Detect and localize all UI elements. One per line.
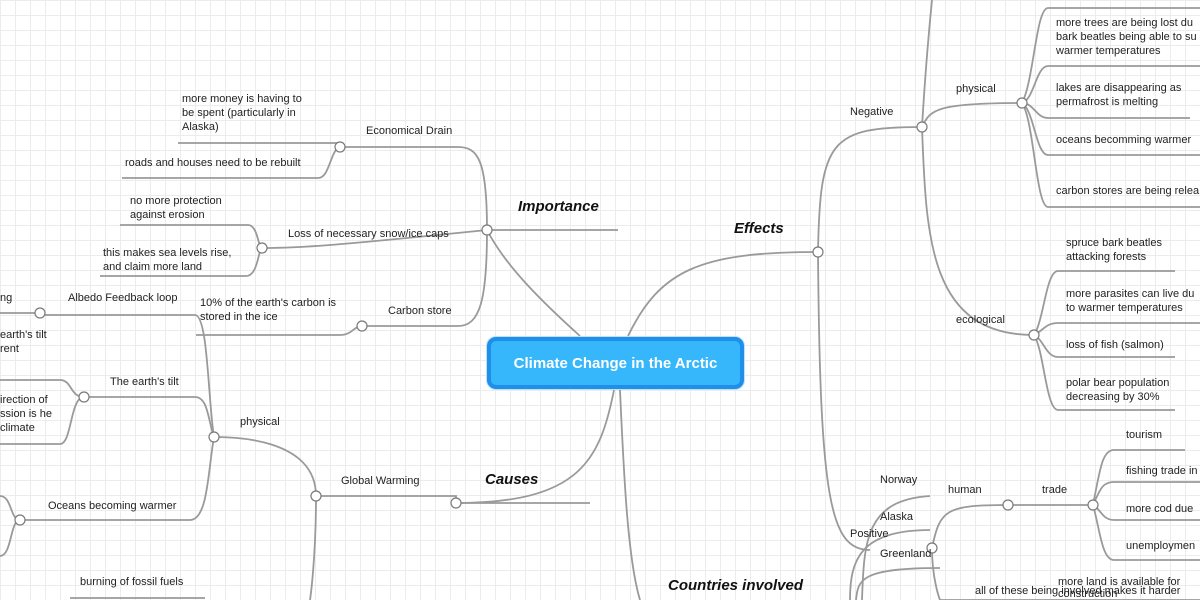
node-sea-levels[interactable]: this makes sea levels rise, and claim mo… — [103, 247, 232, 273]
node-oceans-warmer[interactable]: Oceans becoming warmer — [48, 500, 177, 512]
node-causes-physical[interactable]: physical — [240, 416, 280, 428]
node-more-money[interactable]: more money is having to be spent (partic… — [182, 93, 302, 133]
node-carbon-stores[interactable]: carbon stores are being relea — [1056, 185, 1200, 197]
node-albedo-child[interactable]: ng — [0, 292, 13, 304]
node-trade[interactable]: trade — [1042, 484, 1068, 496]
node-polar-bear[interactable]: polar bear population decreasing by 30% — [1066, 377, 1170, 403]
node-ecological[interactable]: ecological — [956, 314, 1005, 326]
node-fossil-fuels[interactable]: burning of fossil fuels — [80, 576, 184, 588]
node-loss-snow[interactable]: Loss of necessary snow/ice caps — [288, 228, 449, 240]
node-positive[interactable]: Positive — [850, 528, 889, 540]
node-norway[interactable]: Norway — [880, 474, 918, 486]
node-greenland[interactable]: Greenland — [880, 548, 932, 560]
topic-effects[interactable]: Effects — [734, 220, 784, 237]
node-carbon-store[interactable]: Carbon store — [388, 305, 452, 317]
node-fish[interactable]: loss of fish (salmon) — [1066, 339, 1164, 351]
node-trees-lost[interactable]: more trees are being lost du bark beatle… — [1056, 17, 1197, 57]
topic-causes[interactable]: Causes — [485, 471, 539, 488]
node-albedo[interactable]: Albedo Feedback loop — [68, 292, 178, 304]
node-effects-physical[interactable]: physical — [956, 83, 996, 95]
node-alaska[interactable]: Alaska — [880, 511, 914, 523]
node-tilt-child-1[interactable]: earth's tilt rent — [0, 329, 47, 355]
node-more-cod[interactable]: more cod due — [1126, 503, 1194, 515]
node-erosion[interactable]: no more protection against erosion — [130, 195, 222, 221]
node-lakes[interactable]: lakes are disappearing as permafrost is … — [1056, 82, 1182, 108]
node-parasites[interactable]: more parasites can live du to warmer tem… — [1066, 288, 1195, 314]
node-oceans[interactable]: oceans becomming warmer — [1056, 134, 1192, 146]
topic-countries[interactable]: Countries involved — [668, 577, 804, 594]
node-carbon-percent[interactable]: 10% of the earth's carbon is stored in t… — [200, 297, 337, 323]
topic-importance[interactable]: Importance — [518, 198, 599, 215]
node-all-involved[interactable]: all of these being involved makes it har… — [975, 585, 1181, 597]
node-spruce[interactable]: spruce bark beatles attacking forests — [1066, 237, 1162, 263]
node-earth-tilt[interactable]: The earth's tilt — [110, 376, 179, 388]
node-global-warming[interactable]: Global Warming — [341, 475, 420, 487]
node-unemployment[interactable]: unemploymen — [1126, 540, 1196, 552]
node-human[interactable]: human — [948, 484, 982, 496]
node-more-land[interactable]: more land is available for construction — [1058, 576, 1181, 600]
node-fishing-trade[interactable]: fishing trade in — [1126, 465, 1198, 477]
node-tourism[interactable]: tourism — [1126, 429, 1163, 441]
node-tilt-child-2[interactable]: irection of ssion is he climate — [0, 394, 52, 434]
node-economical-drain[interactable]: Economical Drain — [366, 125, 453, 137]
node-negative[interactable]: Negative — [850, 106, 894, 118]
central-topic[interactable]: Climate Change in the Arctic — [487, 337, 744, 389]
node-roads-houses[interactable]: roads and houses need to be rebuilt — [125, 157, 301, 169]
